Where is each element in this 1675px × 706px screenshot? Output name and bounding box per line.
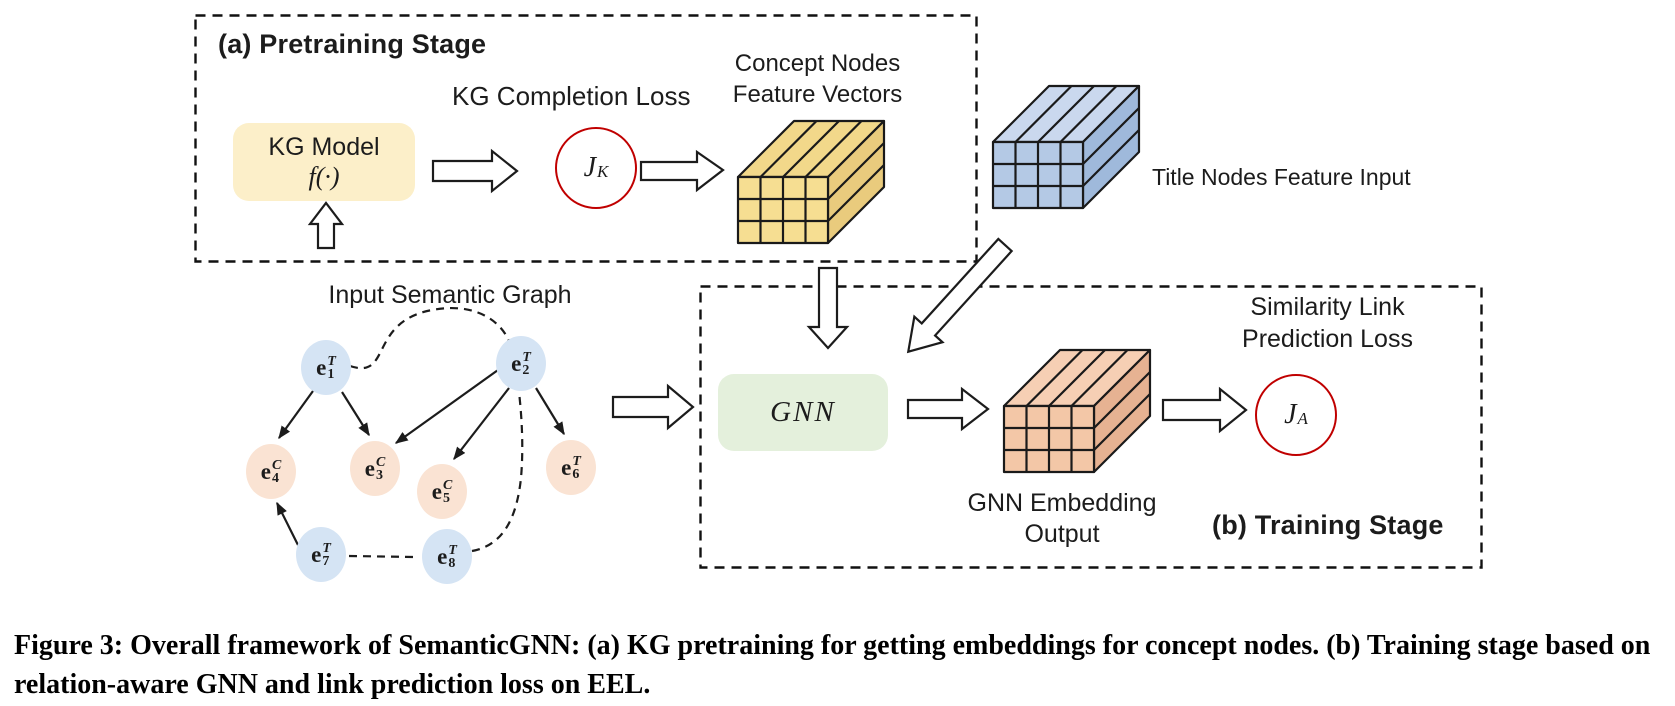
arrow-embedding-to-loss-icon (1161, 386, 1248, 434)
dashed-edge-e1-e2 (349, 307, 511, 370)
edge-e2-e3 (394, 369, 499, 444)
kg-model-box: KG Model f(·) (233, 123, 415, 201)
similarity-loss-label: Similarity Link Prediction Loss (1242, 293, 1413, 353)
arrow-concept-cube-to-gnn-icon (806, 266, 850, 350)
training-loss-symbol: J (1284, 399, 1297, 430)
gnn-label: GNN (770, 396, 836, 428)
arrow-into-kg-model-icon (307, 201, 345, 250)
pretraining-stage-label: (a) Pretraining Stage (218, 29, 487, 59)
figure-caption: Figure 3: Overall framework of SemanticG… (14, 630, 1651, 700)
arrow-loss-to-concept-cube-icon (639, 149, 725, 193)
training-loss-symbol-subscript: A (1297, 409, 1308, 428)
kg-model-title: KG Model (268, 133, 380, 161)
arrow-title-cube-to-gnn-icon (906, 237, 1014, 354)
title-cube-label: Title Nodes Feature Input (1152, 164, 1411, 190)
gnn-box: GNN (718, 374, 888, 451)
dashed-edge-e8-e2 (471, 391, 524, 553)
embedding-cube-label: GNN Embedding Output (967, 489, 1157, 548)
kg-loss-symbol: J (583, 152, 597, 183)
edge-e7-e4 (276, 501, 299, 546)
training-stage-label: (b) Training Stage (1212, 510, 1444, 540)
title-cube (991, 84, 1141, 210)
arrow-graph-to-training-icon (611, 383, 695, 431)
edge-e2-e5 (453, 387, 510, 461)
embedding-cube (1002, 348, 1152, 474)
edge-e2-e6 (535, 387, 565, 436)
dashed-edge-e7-e8 (348, 554, 416, 559)
edge-e1-e3 (341, 391, 370, 437)
concept-cube (736, 119, 886, 245)
semantic-graph-title: Input Semantic Graph (328, 281, 572, 309)
arrow-kg-model-to-loss-icon (431, 148, 519, 194)
edge-e1-e4 (278, 390, 314, 440)
kg-completion-loss-label: KG Completion Loss (452, 81, 691, 111)
concept-cube-label: Concept Nodes Feature Vectors (732, 50, 903, 108)
kg-loss-symbol-subscript: K (597, 162, 609, 181)
arrow-gnn-to-embedding-icon (906, 386, 990, 432)
kg-model-formula: f(·) (308, 162, 340, 191)
